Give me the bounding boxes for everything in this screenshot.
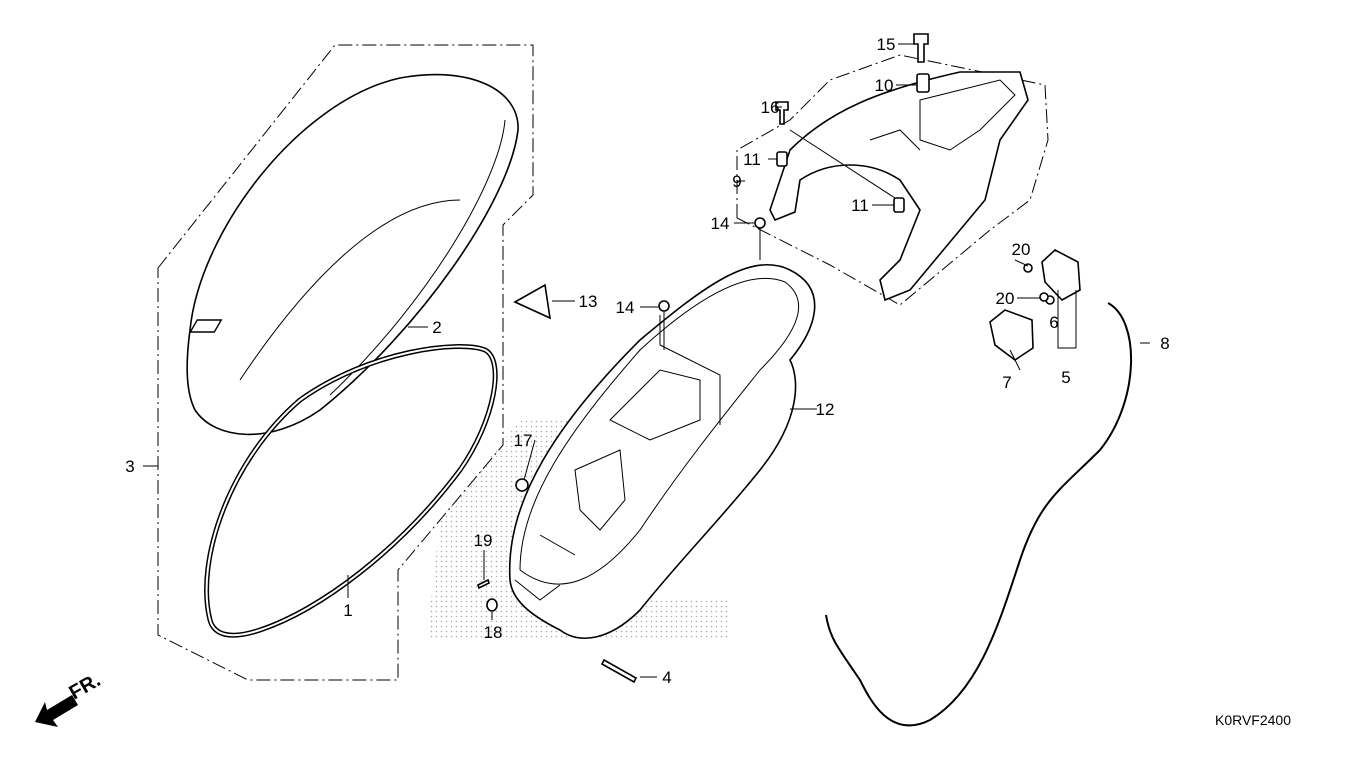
pin-bolt[interactable] xyxy=(600,658,638,684)
leader-lines xyxy=(143,43,1150,678)
callout-11: 11 xyxy=(743,150,761,169)
latch-cover[interactable] xyxy=(989,309,1034,361)
callout-13: 13 xyxy=(579,292,598,311)
callout-20: 20 xyxy=(1012,240,1031,259)
rubber-pad[interactable] xyxy=(513,283,552,320)
luggage-box[interactable] xyxy=(508,264,816,639)
callout-11: 11 xyxy=(851,196,869,215)
callout-10: 10 xyxy=(875,76,894,95)
collar[interactable] xyxy=(893,197,905,213)
pin[interactable] xyxy=(477,578,490,590)
callout-15: 15 xyxy=(877,35,896,54)
callout-4: 4 xyxy=(662,668,671,687)
callout-14: 14 xyxy=(616,298,635,317)
callout-9: 9 xyxy=(732,172,741,191)
bolt[interactable] xyxy=(658,300,670,312)
diagram-code: K0RVF2400 xyxy=(1215,712,1291,728)
callout-6: 6 xyxy=(1049,313,1058,332)
seat-lock-cable[interactable] xyxy=(825,302,1132,727)
seat-assembly-boundary xyxy=(157,44,534,681)
callout-16: 16 xyxy=(761,98,780,117)
callout-8: 8 xyxy=(1160,334,1169,353)
callout-14: 14 xyxy=(711,214,730,233)
callout-12: 12 xyxy=(816,400,835,419)
front-arrow-icon: FR. xyxy=(35,669,104,727)
callout-17: 17 xyxy=(514,431,533,450)
bolt[interactable] xyxy=(754,217,766,229)
nut[interactable] xyxy=(515,478,529,492)
callout-19: 19 xyxy=(474,531,493,550)
callout-2: 2 xyxy=(432,318,441,337)
callout-18: 18 xyxy=(484,623,503,642)
callout-20: 20 xyxy=(996,289,1015,308)
seat[interactable] xyxy=(186,73,519,436)
screw[interactable] xyxy=(1023,263,1033,273)
collar[interactable] xyxy=(916,73,930,93)
rear-carrier[interactable] xyxy=(769,71,1029,302)
seat-latch[interactable] xyxy=(1041,249,1081,302)
washer[interactable] xyxy=(486,598,498,612)
seat-seal[interactable] xyxy=(204,344,498,638)
bolt[interactable] xyxy=(913,33,929,63)
label-plate[interactable] xyxy=(189,319,223,333)
callout-3: 3 xyxy=(125,457,134,476)
collar[interactable] xyxy=(776,151,788,167)
callout-7: 7 xyxy=(1002,373,1011,392)
callout-1: 1 xyxy=(343,601,352,620)
callout-5: 5 xyxy=(1061,368,1070,387)
screw[interactable] xyxy=(1039,292,1049,302)
